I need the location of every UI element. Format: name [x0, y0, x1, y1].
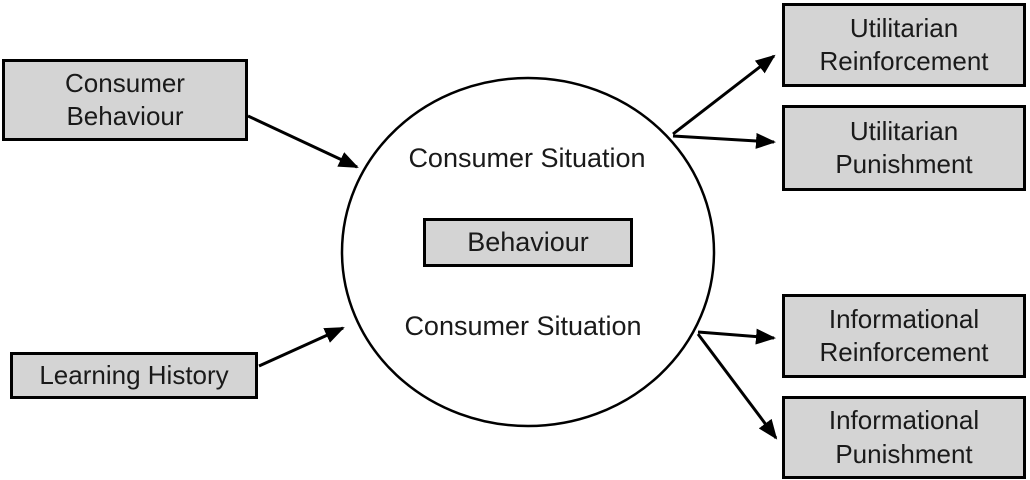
consumer-situation-top-label: Consumer Situation — [408, 143, 646, 173]
arrow-consumer-behaviour-to-circle — [247, 114, 359, 169]
utilitarian-reinforcement-label-line1: Utilitarian — [849, 12, 959, 43]
consumer-behaviour-box: Consumer Behaviour — [2, 59, 248, 141]
arrow-circle-to-utilitarian-punishment — [672, 132, 776, 149]
utilitarian-punishment-label-line1: Utilitarian — [849, 115, 959, 146]
arrow-circle-to-utilitarian-reinforcement — [672, 54, 776, 136]
informational-reinforcement-box: Informational Reinforcement — [782, 294, 1026, 378]
arrow-circle-to-informational-reinforcement — [697, 328, 776, 345]
learning-history-label: Learning History — [39, 359, 229, 390]
utilitarian-punishment-label-line2: Punishment — [835, 149, 973, 179]
informational-reinforcement-label-line1: Informational — [828, 303, 980, 334]
utilitarian-reinforcement-label-line2: Reinforcement — [819, 46, 989, 76]
learning-history-box: Learning History — [10, 352, 258, 399]
utilitarian-punishment-box: Utilitarian Punishment — [782, 105, 1026, 191]
behaviour-label: Behaviour — [467, 227, 589, 258]
informational-reinforcement-label-line2: Reinforcement — [819, 337, 989, 367]
behaviour-box: Behaviour — [423, 218, 633, 267]
consumer-behaviour-label-line1: Consumer — [65, 67, 185, 98]
informational-punishment-label-line1: Informational — [828, 405, 980, 436]
informational-punishment-label-line2: Punishment — [835, 438, 973, 469]
consumer-situation-bottom-label: Consumer Situation — [404, 311, 642, 341]
arrow-circle-to-informational-punishment — [696, 333, 778, 440]
consumer-behaviour-label-line2: Behaviour — [66, 101, 184, 131]
utilitarian-reinforcement-box: Utilitarian Reinforcement — [782, 3, 1026, 87]
arrow-learning-history-to-circle — [258, 326, 345, 368]
informational-punishment-box: Informational Punishment — [782, 396, 1026, 479]
